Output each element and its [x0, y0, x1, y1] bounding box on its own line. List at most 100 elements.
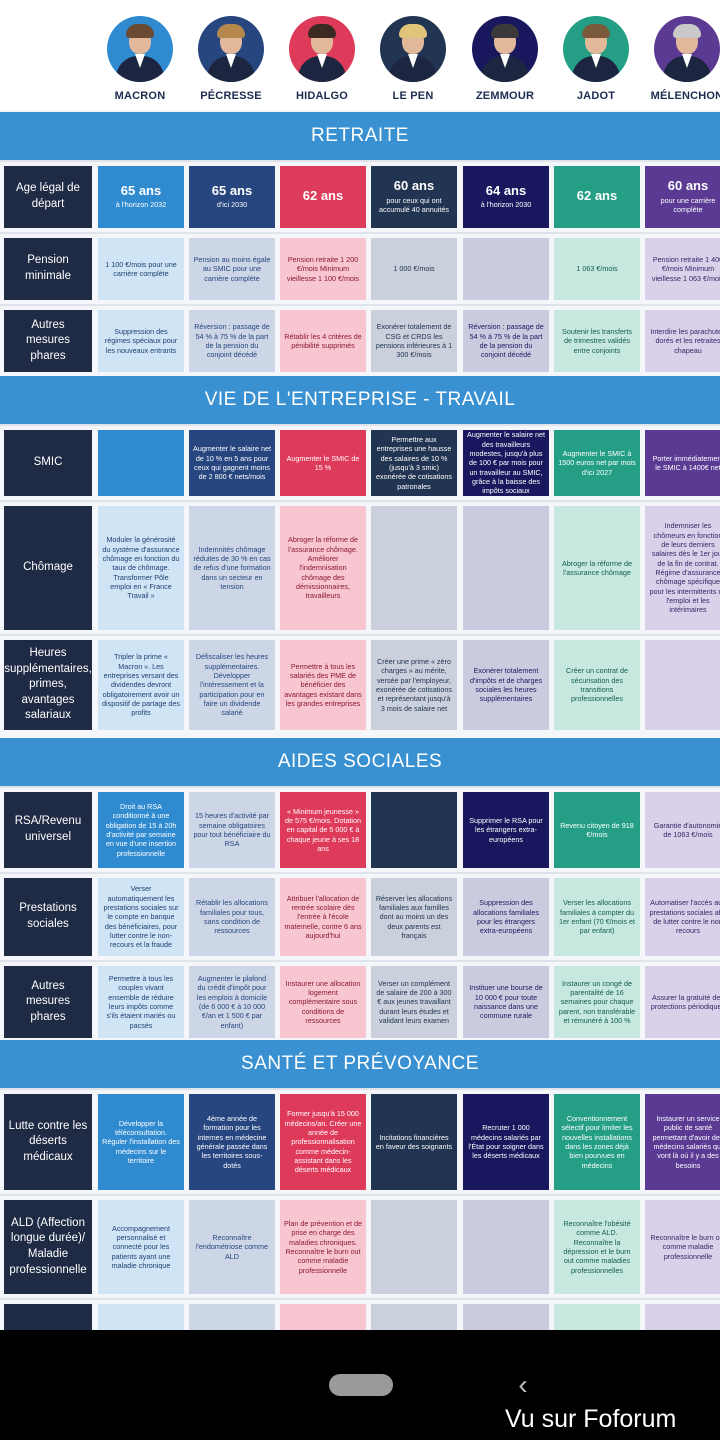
cell-text: Reconnaître l'endométriose comme ALD	[195, 1232, 269, 1261]
cell-pecresse: Rétablir les allocations familiales pour…	[189, 878, 275, 956]
candidate-4: ZEMMOUR	[462, 16, 548, 110]
chevron-left-icon[interactable]: ‹	[518, 1369, 528, 1400]
cell-zemmour: Exonérer totalement d'impôts et de charg…	[463, 640, 549, 730]
cell-text: Abroger la réforme de l'assurance chômag…	[288, 535, 358, 601]
cell-text: Assurer la gratuité des protections péri…	[650, 992, 720, 1011]
cell-text: Instituer une bourse de 10 000 € pour to…	[469, 983, 543, 1021]
cell-jadot: Reconnaître l'obésité comme ALD. Reconna…	[554, 1200, 640, 1294]
cell-text: Augmenter le salaire net de 10 % en 5 an…	[193, 444, 271, 482]
cell-lepen: Incitations financières en faveur des so…	[371, 1094, 457, 1190]
row-label: SMIC	[4, 430, 92, 496]
cell-text: Attribuer l'allocation de rentrée scolai…	[284, 893, 362, 941]
cell-text: pour une carrière complète	[660, 195, 716, 215]
cell-headline: 62 ans	[302, 187, 344, 203]
cell-text: Verser les allocations familiales à comp…	[559, 898, 635, 936]
section-banner: VIE DE L'ENTREPRISE - TRAVAIL	[0, 376, 720, 424]
table-row: AutresInstaurer un bilan de santé comple…	[0, 1298, 720, 1330]
cell-hidalgo: « Minimum jeunesse » de 575 €/mois. Dota…	[280, 792, 366, 868]
cell-text: Exonérer totalement de CSG et CRDS les p…	[375, 322, 453, 360]
cell-text: Instaurer un congé de parentalité de 16 …	[558, 978, 636, 1026]
cell-text: Augmenter le SMIC à 1500 euros net par m…	[558, 448, 636, 477]
section-banner: RETRAITE	[0, 112, 720, 160]
cell-zemmour: Supprimer le RSA pour les étrangers extr…	[463, 792, 549, 868]
row-label: Lutte contre les déserts médicaux	[4, 1094, 92, 1190]
cell-text: Supprimer le RSA pour les étrangers extr…	[469, 815, 543, 844]
cell-text: Réserver les allocations familiales aux …	[375, 893, 453, 941]
cell-text: Suppression des régimes spéciaux pour le…	[104, 326, 178, 355]
cell-pecresse: 15 heures d'activité par semaine obligat…	[189, 792, 275, 868]
cell-melenchon: Porter immédiatement le SMIC à 1400€ net	[645, 430, 720, 496]
cell-macron: Accompagnement personnalisé et connecté …	[98, 1200, 184, 1294]
cell-text: Créer une prime « zéro charges » au méri…	[376, 656, 452, 713]
cell-text: Plan de prévention et de prise en charge…	[284, 1218, 362, 1275]
cell-text: Interdire les parachutes dorés et les re…	[650, 326, 720, 355]
candidate-0: MACRON	[97, 16, 183, 110]
cell-macron: Suppression des régimes spéciaux pour le…	[98, 310, 184, 372]
table-row: ALD (Affection longue durée)/ Maladie pr…	[0, 1194, 720, 1298]
section-banner: SANTÉ ET PRÉVOYANCE	[0, 1040, 720, 1088]
cell-text: Pension au moins égale au SMIC pour une …	[193, 254, 271, 283]
cell-text: Verser un complément de salaire de 200 à…	[376, 978, 452, 1026]
cell-headline: 65 ans	[211, 183, 253, 199]
cell-text: Incitations financières en faveur des so…	[375, 1132, 453, 1151]
cell-pecresse: 4ème année de formation pour les interne…	[189, 1094, 275, 1190]
cell-melenchon: Reconnaître le burn out comme maladie pr…	[645, 1200, 720, 1294]
cell-hidalgo: Permettre à tous les salariés des PME de…	[280, 640, 366, 730]
cell-hidalgo: Abroger la réforme de l'assurance chômag…	[280, 506, 366, 630]
row-label: Autres	[4, 1304, 92, 1330]
cell-text: Automatiser l'accès aux prestations soci…	[649, 898, 720, 936]
cell-lepen: Réserver les allocations familiales aux …	[371, 878, 457, 956]
cell-text: Instaurer une allocation logement complé…	[285, 978, 361, 1026]
avatar	[289, 16, 355, 82]
cell-text: Revenu citoyen de 918 €/mois	[560, 820, 634, 839]
candidate-name: ZEMMOUR	[475, 90, 535, 102]
cell-hidalgo: Plan de prévention et de prise en charge…	[280, 1200, 366, 1294]
candidate-3: LE PEN	[370, 16, 456, 110]
cell-text: Droit au RSA conditionné à une obligatio…	[105, 801, 177, 858]
cell-text: pour ceux qui ont accumulé 40 annuités	[379, 195, 449, 215]
cell-text: « Minimum jeunesse » de 575 €/mois. Dota…	[285, 806, 361, 854]
cell-macron: Moduler la générosité du système d'assur…	[98, 506, 184, 630]
cell-pecresse: Augmenter le salaire net de 10 % en 5 an…	[189, 430, 275, 496]
cell-jadot: Maintenir le remboursement	[554, 1304, 640, 1330]
cell-lepen: Déploiement	[371, 1304, 457, 1330]
cell-text: Porter immédiatement le SMIC à 1400€ net	[652, 453, 720, 472]
cell-zemmour	[463, 1200, 549, 1294]
cell-text: Reconnaître le burn out comme maladie pr…	[650, 1232, 720, 1261]
cell-melenchon: Instaurer un service public de santé per…	[645, 1094, 720, 1190]
avatar	[198, 16, 264, 82]
cell-melenchon: Interdire les parachutes dorés et les re…	[645, 310, 720, 372]
row-label: Prestations sociales	[4, 878, 92, 956]
cell-hidalgo: Maîtriser les dépenses de santé en se	[280, 1304, 366, 1330]
cell-text: Verser automatiquement les prestations s…	[103, 884, 179, 950]
cell-melenchon: Mettre en place le	[645, 1304, 720, 1330]
cell-macron	[98, 430, 184, 496]
row-label: Age légal de départ	[4, 166, 92, 228]
cell-zemmour: Instituer une bourse de 10 000 € pour to…	[463, 966, 549, 1038]
cell-jadot: Créer un contrat de sécurisation des tra…	[554, 640, 640, 730]
avatar	[107, 16, 173, 82]
cell-macron: Permettre à tous les couples vivant ense…	[98, 966, 184, 1038]
cell-hidalgo: Rétablir les 4 critères de pénibilité su…	[280, 310, 366, 372]
cell-headline: 60 ans	[393, 178, 435, 194]
cell-text: à l'horizon 2032	[115, 200, 167, 210]
cell-text: Augmenter le SMIC de 15 %	[286, 453, 360, 472]
cell-macron: Développer la téléconsultation. Réguler …	[98, 1094, 184, 1190]
home-pill-icon[interactable]	[329, 1374, 393, 1396]
cell-hidalgo: Attribuer l'allocation de rentrée scolai…	[280, 878, 366, 956]
cell-macron: Instaurer un bilan de santé complet et	[98, 1304, 184, 1330]
cell-text: Exonérer totalement d'impôts et de charg…	[469, 666, 543, 704]
table-row: Heures supplémentaires, primes, avantage…	[0, 634, 720, 734]
avatar	[563, 16, 629, 82]
cell-melenchon	[645, 640, 720, 730]
cell-jadot: Abroger la réforme de l'assurance chômag…	[554, 506, 640, 630]
cell-lepen: Créer une prime « zéro charges » au méri…	[371, 640, 457, 730]
cell-text: Permettre à tous les salariés des PME de…	[284, 661, 362, 709]
cell-macron: 1 100 €/mois pour une carrière complète	[98, 238, 184, 300]
